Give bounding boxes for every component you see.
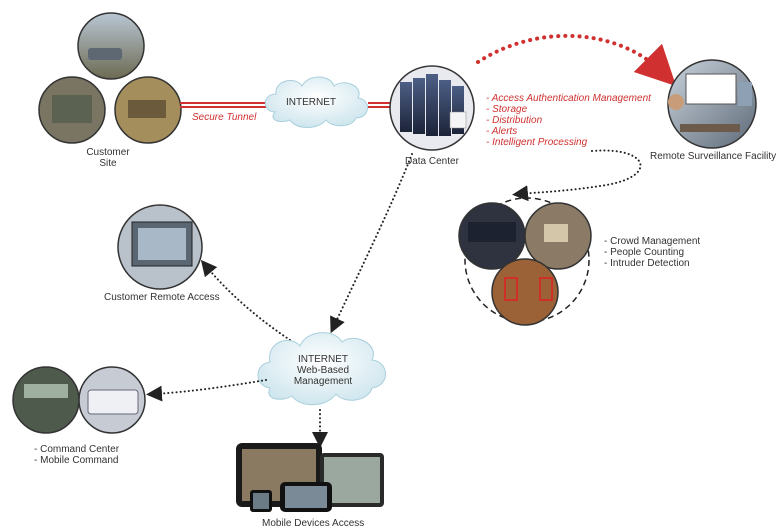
- cloud-to-remote-access-dotted: [200, 259, 291, 341]
- customer-site-line-1: Customer: [86, 147, 130, 158]
- service-item: - Access Authentication Management: [486, 93, 651, 104]
- command-center-label: - Command Center - Mobile Command: [34, 444, 119, 466]
- mobile-devices-label: Mobile Devices Access: [262, 518, 365, 529]
- mobile-devices-photo: [236, 443, 384, 512]
- command-center-photos: [12, 366, 146, 434]
- data-center-photo: [389, 65, 475, 151]
- customer-site-line-2: Site: [99, 158, 117, 169]
- analytics-item: - People Counting: [604, 247, 685, 258]
- remote-surveillance-label: Remote Surveillance Facility: [650, 151, 777, 162]
- data-center-services-list: - Access Authentication Management - Sto…: [486, 93, 651, 148]
- dc-to-cloud-dotted: [330, 153, 413, 334]
- cloud-bottom-line-2: Web-Based: [296, 365, 350, 376]
- cloud-to-command-dotted: [146, 379, 267, 402]
- service-item: - Distribution: [486, 115, 543, 126]
- command-line-2: - Mobile Command: [34, 455, 119, 466]
- analytics-item: - Crowd Management: [604, 236, 701, 247]
- service-item: - Alerts: [486, 126, 518, 137]
- service-item: - Intelligent Processing: [486, 137, 588, 148]
- service-item: - Storage: [486, 104, 528, 115]
- customer-site-photos: [38, 12, 182, 144]
- customer-remote-access-photo: [117, 204, 203, 290]
- data-center-label: Data Center: [405, 156, 459, 167]
- analytics-item: - Intruder Detection: [604, 258, 690, 269]
- internet-cloud-bottom-label: INTERNET Web-Based Management: [285, 354, 361, 387]
- red-dotted-arc: [476, 33, 677, 87]
- customer-remote-access-label: Customer Remote Access: [104, 292, 220, 303]
- processing-dotted-path: [512, 149, 642, 202]
- crowd-analytics-photos: [458, 197, 592, 326]
- internet-cloud-bottom: [257, 332, 386, 406]
- customer-site-label: Customer Site: [78, 147, 138, 169]
- internet-cloud-top: [264, 76, 368, 128]
- secure-tunnel-label: Secure Tunnel: [192, 112, 257, 123]
- command-line-1: - Command Center: [34, 444, 120, 455]
- analytics-list: - Crowd Management - People Counting - I…: [604, 236, 700, 269]
- cloud-bottom-line-3: Management: [293, 376, 353, 387]
- remote-surveillance-photo: [667, 59, 757, 149]
- cloud-bottom-line-1: INTERNET: [298, 354, 348, 365]
- internet-cloud-top-label: INTERNET: [286, 97, 336, 108]
